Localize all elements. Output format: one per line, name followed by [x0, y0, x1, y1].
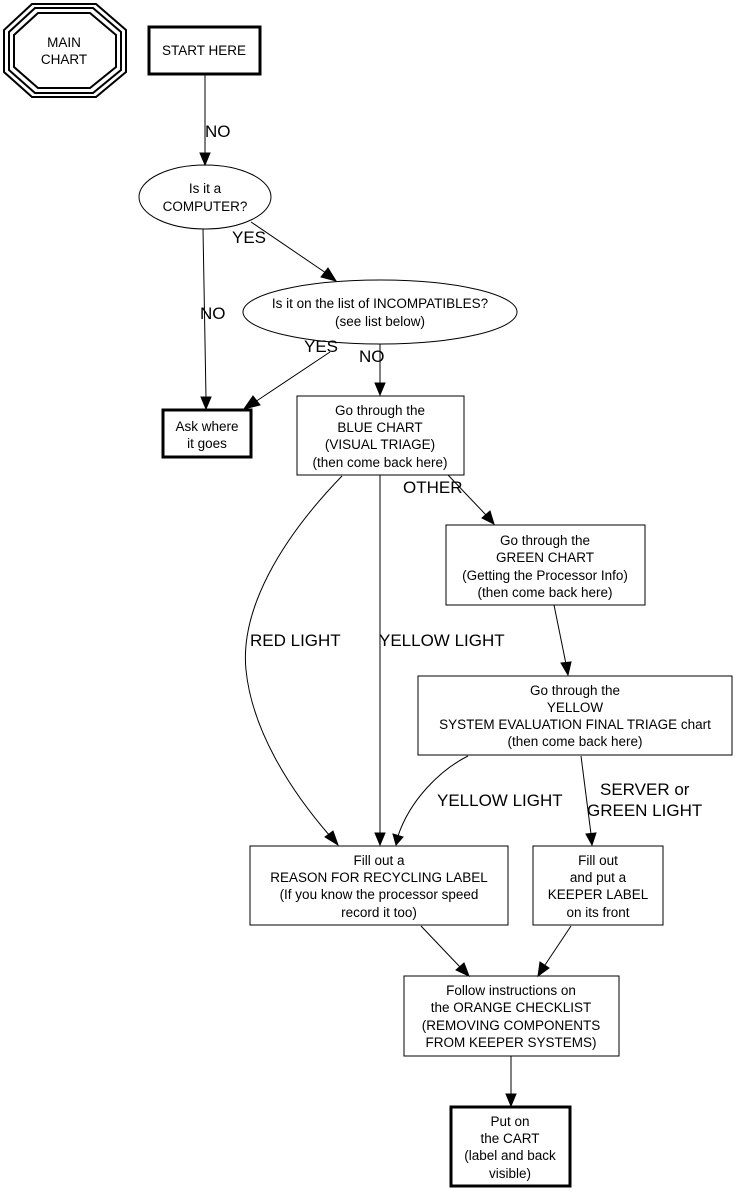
node-text: YELLOW: [547, 700, 604, 715]
node-text: Is it on the list of INCOMPATIBLES?: [272, 296, 488, 311]
node-cart[interactable]: Put on the CART (label and back visible): [449, 1105, 572, 1188]
badge-line-1: MAIN: [47, 35, 81, 50]
node-orange-checklist[interactable]: Follow instructions on the ORANGE CHECKL…: [403, 975, 620, 1057]
arrowhead: [537, 961, 550, 978]
arrowhead: [374, 382, 386, 397]
edge-computer-ask: [202, 228, 207, 399]
node-text: visible): [489, 1166, 531, 1181]
node-text: (then come back here): [477, 585, 612, 600]
node-text: (If you know the processor speed: [280, 887, 479, 902]
label-incompat-yes: YES: [304, 337, 338, 356]
label-computer-yes: YES: [232, 228, 266, 247]
arrowhead: [481, 510, 495, 525]
node-text: Go through the: [500, 533, 590, 548]
node-text: Fill out: [578, 853, 618, 868]
node-yellow-chart[interactable]: Go through the YELLOW SYSTEM EVALUATION …: [417, 675, 733, 756]
node-text: on its front: [566, 905, 629, 920]
edge-yellow-keeper: [580, 755, 592, 835]
edge-green-yellow: [553, 604, 567, 665]
node-keeper-label[interactable]: Fill out and put a KEEPER LABEL on its f…: [532, 845, 664, 926]
edge-blue-green: [447, 474, 487, 516]
arrowhead: [199, 152, 211, 167]
node-text: GREEN CHART: [496, 550, 594, 565]
node-text: the CART: [480, 1131, 539, 1146]
edge-yellow-reason: [397, 755, 469, 837]
node-text: (then come back here): [312, 455, 447, 470]
node-text: BLUE CHART: [337, 420, 422, 435]
node-text: Fill out a: [353, 853, 405, 868]
label-blue-red: RED LIGHT: [250, 631, 341, 650]
node-text: Is it a: [189, 181, 222, 196]
node-start[interactable]: START HERE: [147, 25, 262, 76]
label-start-no: NO: [205, 122, 231, 141]
node-text: Go through the: [335, 403, 425, 418]
node-text: it goes: [187, 436, 227, 451]
arrowhead: [242, 395, 261, 410]
node-text: FROM KEEPER SYSTEMS): [425, 1035, 596, 1050]
badge-line-2: CHART: [41, 52, 87, 67]
node-text: Go through the: [530, 683, 620, 698]
main-chart-badge: MAIN CHART: [3, 3, 127, 98]
node-text: COMPUTER?: [163, 199, 248, 214]
node-incompatibles[interactable]: Is it on the list of INCOMPATIBLES? (see…: [242, 279, 518, 345]
label-yellow-yellow: YELLOW LIGHT: [437, 791, 563, 810]
node-text: (then come back here): [507, 734, 642, 749]
node-ask-where[interactable]: Ask where it goes: [161, 408, 253, 459]
edge-reason-orange: [420, 925, 461, 968]
node-start-text: START HERE: [162, 43, 246, 58]
edges: [199, 74, 597, 1108]
node-text: (see list below): [335, 314, 425, 329]
node-text: (label and back: [464, 1148, 556, 1163]
label-yellow-server-1: SERVER or: [600, 780, 690, 799]
node-text: KEEPER LABEL: [548, 887, 649, 902]
node-text: REASON FOR RECYCLING LABEL: [270, 870, 488, 885]
label-incompat-no: NO: [359, 347, 385, 366]
arrowhead: [374, 832, 386, 847]
label-blue-yellow: YELLOW LIGHT: [379, 631, 505, 650]
node-text: the ORANGE CHECKLIST: [431, 1000, 592, 1015]
node-text: Put on: [490, 1114, 529, 1129]
edge-labels: NO YES NO YES NO OTHER RED LIGHT YELLOW …: [200, 122, 702, 820]
edge-computer-incompat: [250, 221, 327, 274]
node-text: SYSTEM EVALUATION FINAL TRIAGE chart: [439, 717, 711, 732]
edge-incompat-ask: [254, 351, 331, 403]
node-text: (VISUAL TRIAGE): [325, 437, 435, 452]
label-computer-no: NO: [200, 304, 226, 323]
node-text: and put a: [570, 870, 627, 885]
node-green-chart[interactable]: Go through the GREEN CHART (Getting the …: [445, 524, 646, 606]
node-text: (REMOVING COMPONENTS: [422, 1018, 601, 1033]
label-yellow-server-2: GREEN LIGHT: [587, 801, 702, 820]
arrowhead: [320, 267, 338, 282]
arrowhead: [585, 832, 597, 847]
arrowhead: [455, 962, 470, 977]
arrowhead: [505, 1093, 517, 1108]
arrowhead: [560, 661, 572, 677]
node-text: Ask where: [175, 419, 238, 434]
node-text: (Getting the Processor Info): [462, 568, 628, 583]
edge-blue-reason-red: [244, 475, 343, 837]
arrowhead: [200, 396, 212, 411]
node-reason-label[interactable]: Fill out a REASON FOR RECYCLING LABEL (I…: [249, 845, 509, 926]
node-text: record it too): [341, 905, 417, 920]
node-blue-chart[interactable]: Go through the BLUE CHART (VISUAL TRIAGE…: [296, 395, 465, 476]
node-text: Follow instructions on: [446, 983, 576, 998]
node-is-computer[interactable]: Is it a COMPUTER?: [138, 164, 272, 230]
arrowhead: [324, 830, 339, 847]
label-blue-other: OTHER: [403, 478, 463, 497]
edge-keeper-orange: [544, 925, 572, 966]
arrowhead: [392, 833, 404, 847]
